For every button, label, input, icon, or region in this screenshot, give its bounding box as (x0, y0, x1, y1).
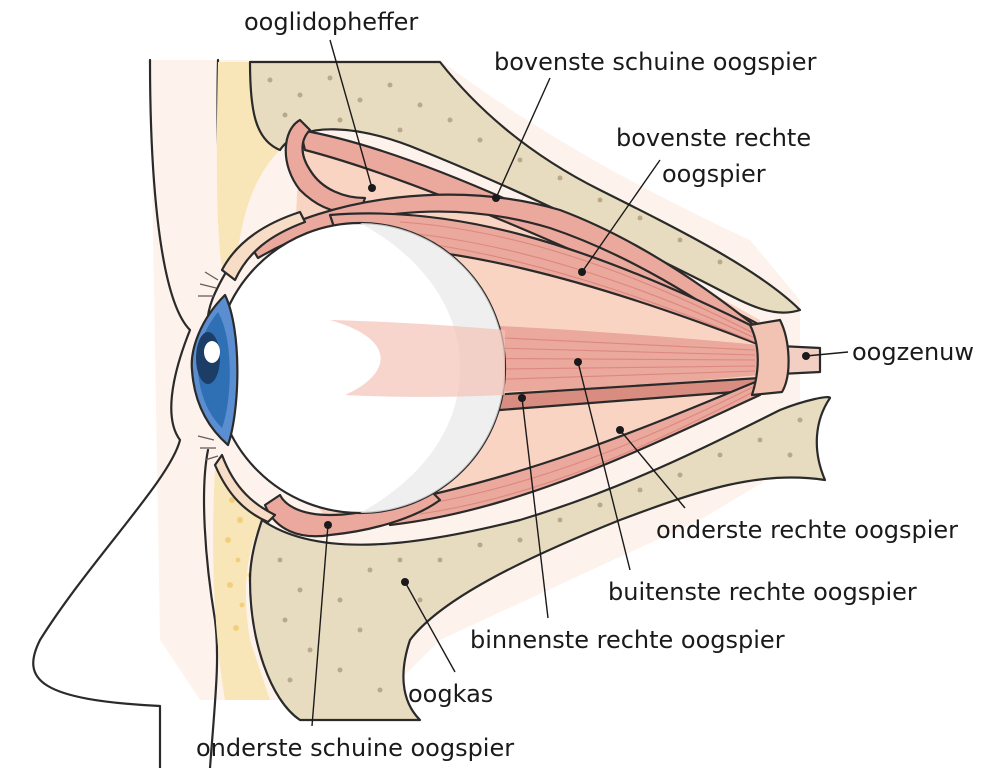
lower-fat-tissue (213, 470, 270, 700)
label-bovenste-rechte-line2: oogspier (662, 160, 766, 188)
label-bovenste-schuine-oogspier: bovenste schuine oogspier (494, 48, 817, 76)
lower-orbit-bone (248, 396, 832, 722)
label-onderste-schuine-oogspier: onderste schuine oogspier (196, 734, 514, 762)
lower-eyelid (213, 453, 277, 524)
eyeball-shade (360, 223, 505, 513)
leader-oogkas (401, 578, 456, 673)
lateral-rectus-insertion (330, 320, 505, 397)
eye-highlight (204, 341, 220, 363)
face-profile (32, 58, 192, 768)
inferior-rectus-fibers (419, 385, 756, 515)
label-buitenste-rechte-oogspier: buitenste rechte oogspier (608, 578, 917, 606)
leader-bovenste-rechte (578, 159, 661, 276)
label-bovenste-rechte-line1: bovenste rechte (616, 124, 811, 152)
leader-ooglidopheffer (329, 39, 376, 192)
eyelashes (197, 271, 219, 461)
leader-buitenste-rechte (574, 358, 631, 571)
label-ooglidopheffer: ooglidopheffer (244, 8, 418, 36)
label-oogzenuw: oogzenuw (852, 338, 974, 366)
label-binnenste-rechte-oogspier: binnenste rechte oogspier (470, 626, 785, 654)
leader-bovenste-schuine (492, 77, 551, 202)
lower-bone-dots (277, 417, 803, 693)
upper-eyelid (220, 210, 307, 282)
upper-fat-tissue (216, 62, 280, 268)
leader-oogzenuw (802, 351, 849, 360)
label-oogkas: oogkas (408, 680, 493, 708)
label-onderste-rechte-oogspier: onderste rechte oogspier (656, 516, 958, 544)
inferior-oblique-muscle (263, 488, 442, 538)
leader-onderste-rechte (616, 426, 686, 509)
leader-onderste-schuine (311, 521, 332, 727)
lower-face-contour (202, 448, 219, 768)
tendon-ring (748, 318, 790, 397)
upper-bone-dots (267, 75, 723, 265)
leader-binnenste-rechte (518, 394, 549, 619)
